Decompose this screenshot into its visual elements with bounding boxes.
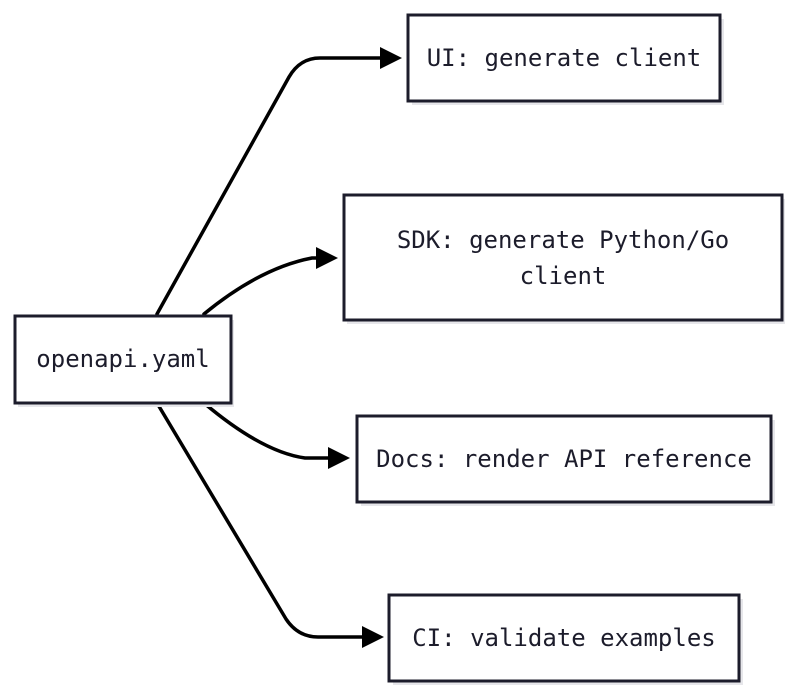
arrow-head-ui — [380, 47, 402, 69]
edge-source-to-docs — [202, 401, 332, 460]
edges — [155, 47, 402, 648]
node-docs-label: Docs: render API reference — [376, 445, 752, 473]
arrow-head-docs — [328, 447, 350, 469]
edge-source-to-ci — [155, 401, 366, 639]
node-ui-label: UI: generate client — [427, 44, 702, 72]
arrow-head-sdk — [316, 247, 338, 269]
node-ui[interactable]: UI: generate client — [406, 13, 724, 105]
node-sdk-label-line1: SDK: generate Python/Go — [397, 226, 729, 254]
node-openapi-yaml[interactable]: openapi.yaml — [13, 314, 234, 407]
edge-source-to-sdk — [202, 256, 320, 316]
arrow-head-ci — [362, 626, 384, 648]
edge-source-to-ui — [155, 56, 384, 316]
node-ci-label: CI: validate examples — [412, 624, 715, 652]
node-ci[interactable]: CI: validate examples — [387, 593, 743, 685]
node-openapi-yaml-label: openapi.yaml — [36, 345, 209, 373]
node-sdk[interactable]: SDK: generate Python/Go client — [342, 193, 785, 324]
node-sdk-label-line2: client — [520, 262, 607, 290]
node-docs[interactable]: Docs: render API reference — [355, 414, 775, 506]
